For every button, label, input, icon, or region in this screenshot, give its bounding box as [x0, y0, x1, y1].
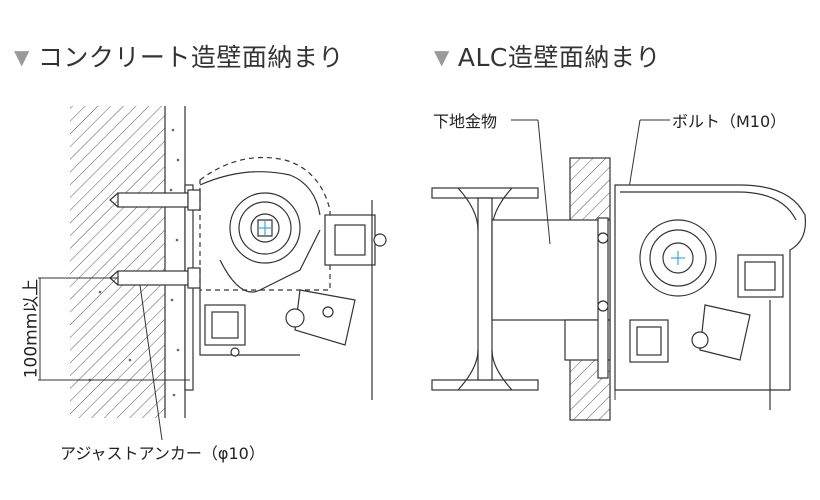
triangle-icon: ▼ [434, 45, 450, 69]
bolt-label: ボルト（M10） [672, 112, 787, 131]
title-concrete-text: コンクリート造壁面納まり [37, 43, 344, 72]
title-concrete: ▼ コンクリート造壁面納まり [14, 38, 344, 74]
anchor-bottom [109, 267, 201, 289]
bracket [491, 217, 611, 379]
motor-unit-right [614, 184, 807, 410]
title-alc-text: ALC造壁面納まり [457, 43, 661, 72]
h-beam [431, 187, 539, 391]
triangle-icon: ▼ [14, 45, 30, 69]
concrete-wall [70, 106, 186, 418]
title-alc: ▼ ALC造壁面納まり [434, 38, 661, 74]
anchor-label: アジャストアンカー（φ10） [60, 444, 265, 463]
height-dimension-label: 100mm以上 [21, 278, 42, 379]
motor-unit-left [199, 157, 387, 400]
dimension-lines [38, 277, 190, 441]
anchor-top [109, 189, 201, 211]
bracket-label: 下地金物 [433, 112, 498, 131]
